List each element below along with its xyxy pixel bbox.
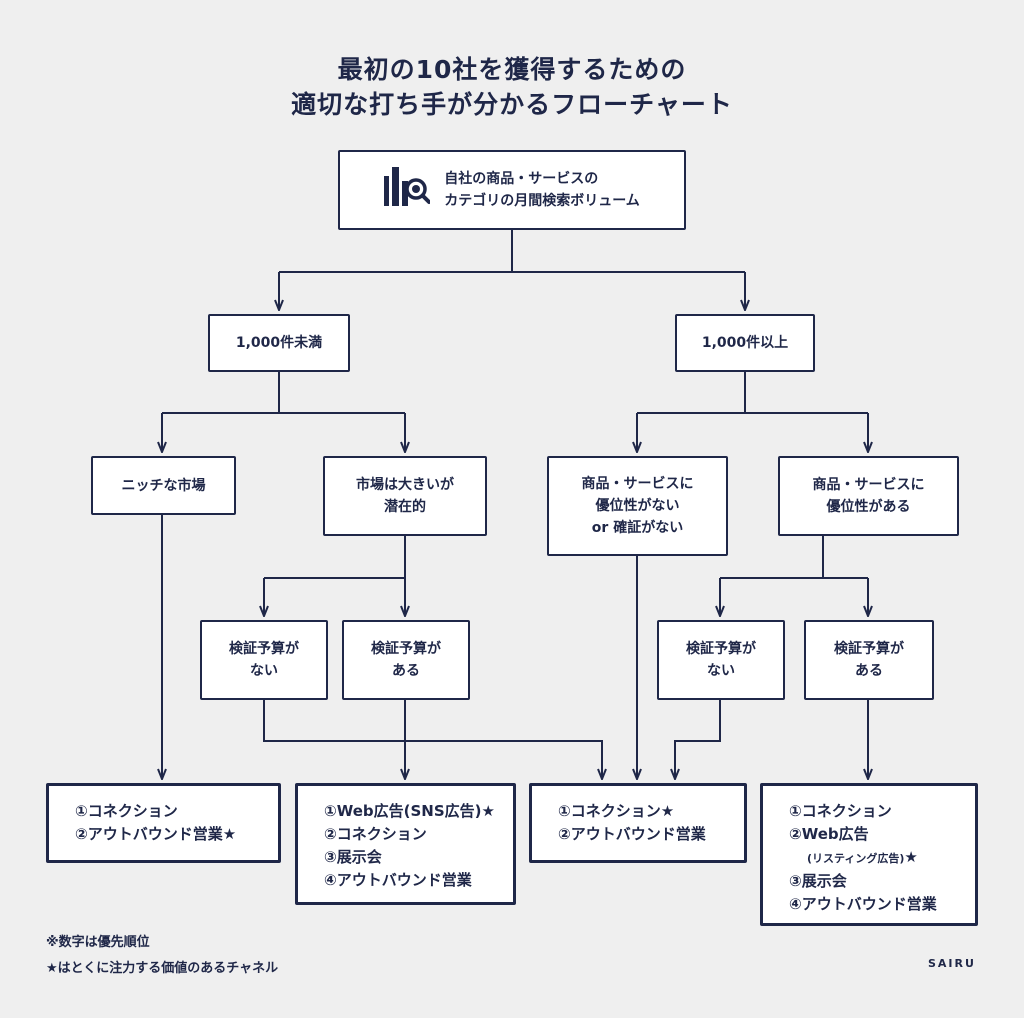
result-adv-item-2-detail: (リスティング広告)★ [789, 846, 975, 870]
branch-under-label: 1,000件未満 [235, 335, 323, 351]
result-advantage-box: ①コネクション ②Web広告 (リスティング広告)★ ③展示会 ④アウトバウンド… [760, 783, 978, 926]
condition-no-adv-line-2: 優位性がない [595, 498, 680, 514]
result-adv-item-1: ①コネクション [789, 802, 892, 820]
condition-no-advantage-box: 商品・サービスに 優位性がない or 確証がない [547, 456, 728, 556]
result-latent-item-4: ④アウトバウンド営業 [324, 871, 472, 889]
latent-budget-none-line-1: 検証予算が [229, 641, 299, 657]
condition-advantage-box: 商品・サービスに 優位性がある [778, 456, 959, 536]
latent-budget-has-line-2: ある [392, 663, 420, 679]
result-latent-item-1: ①Web広告(SNS広告)★ [324, 802, 495, 820]
latent-budget-none-box: 検証予算が ない [200, 620, 328, 700]
adv-budget-none-line-1: 検証予算が [686, 641, 756, 657]
condition-adv-line-2: 優位性がある [826, 499, 911, 515]
connector-latent [264, 536, 406, 579]
result-center-item-1: ①コネクション★ [558, 802, 675, 820]
branch-over-label: 1,000件以上 [701, 335, 789, 351]
root-line-1: 自社の商品・サービスの [444, 171, 599, 187]
condition-no-adv-line-3: or 確証がない [591, 520, 684, 536]
result-adv-item-2-detail-text: (リスティング広告) [807, 852, 905, 865]
condition-no-adv-line-1: 商品・サービスに [581, 476, 694, 492]
connector-root [279, 230, 745, 273]
star-mark: ★ [904, 848, 918, 866]
root-text: 自社の商品・サービスの カテゴリの月間検索ボリューム [444, 168, 640, 212]
footnote-star: ★はとくに注力する価値のあるチャネル [46, 961, 279, 976]
result-latent-box: ①Web広告(SNS広告)★ ②コネクション ③展示会 ④アウトバウンド営業 [295, 783, 516, 905]
condition-latent-line-2: 潜在的 [384, 499, 426, 515]
result-latent-item-3: ③展示会 [324, 848, 382, 866]
arrow-adv-none-to-r3 [675, 700, 721, 779]
search-data-icon [384, 166, 432, 214]
condition-niche-box: ニッチな市場 [91, 456, 236, 515]
connector-adv [720, 536, 868, 579]
adv-budget-none-line-2: ない [707, 663, 735, 679]
result-center-box: ①コネクション★ ②アウトバウンド営業 [529, 783, 747, 863]
footnote-priority: ※数字は優先順位 [46, 935, 150, 950]
latent-budget-none-line-2: ない [250, 663, 278, 679]
result-latent-item-2: ②コネクション [324, 825, 427, 843]
adv-budget-has-line-1: 検証予算が [834, 641, 904, 657]
connector-over [637, 372, 868, 414]
latent-budget-has-box: 検証予算が ある [342, 620, 470, 700]
title-line-2: 適切な打ち手が分かるフローチャート [291, 90, 733, 119]
result-niche-box: ①コネクション ②アウトバウンド営業★ [46, 783, 281, 863]
adv-budget-has-box: 検証予算が ある [804, 620, 934, 700]
adv-budget-none-box: 検証予算が ない [657, 620, 785, 700]
latent-budget-has-line-1: 検証予算が [371, 641, 441, 657]
result-adv-item-4: ④アウトバウンド営業 [789, 895, 937, 913]
branch-over-box: 1,000件以上 [675, 314, 815, 372]
result-adv-item-2: ②Web広告 [789, 825, 869, 843]
brand-logo: SAIRU [928, 957, 976, 970]
condition-latent-box: 市場は大きいが 潜在的 [323, 456, 487, 536]
result-niche-item-1: ①コネクション [75, 802, 178, 820]
branch-under-box: 1,000件未満 [208, 314, 350, 372]
result-center-item-2: ②アウトバウンド営業 [558, 825, 706, 843]
condition-latent-line-1: 市場は大きいが [356, 477, 454, 493]
condition-adv-line-1: 商品・サービスに [812, 477, 925, 493]
root-box: 自社の商品・サービスの カテゴリの月間検索ボリューム [338, 150, 686, 230]
condition-niche-label: ニッチな市場 [121, 477, 206, 494]
page-title: 最初の10社を獲得するための 適切な打ち手が分かるフローチャート [0, 52, 1024, 122]
arrow-latent-none-to-r3 [263, 700, 602, 779]
adv-budget-has-line-2: ある [855, 663, 883, 679]
footnotes: ※数字は優先順位 ★はとくに注力する価値のあるチャネル [46, 930, 278, 982]
root-line-2: カテゴリの月間検索ボリューム [444, 193, 640, 209]
result-niche-item-2: ②アウトバウンド営業★ [75, 825, 237, 843]
result-adv-item-3: ③展示会 [789, 872, 847, 890]
title-line-1: 最初の10社を獲得するための [337, 55, 687, 84]
connector-under [162, 372, 405, 414]
